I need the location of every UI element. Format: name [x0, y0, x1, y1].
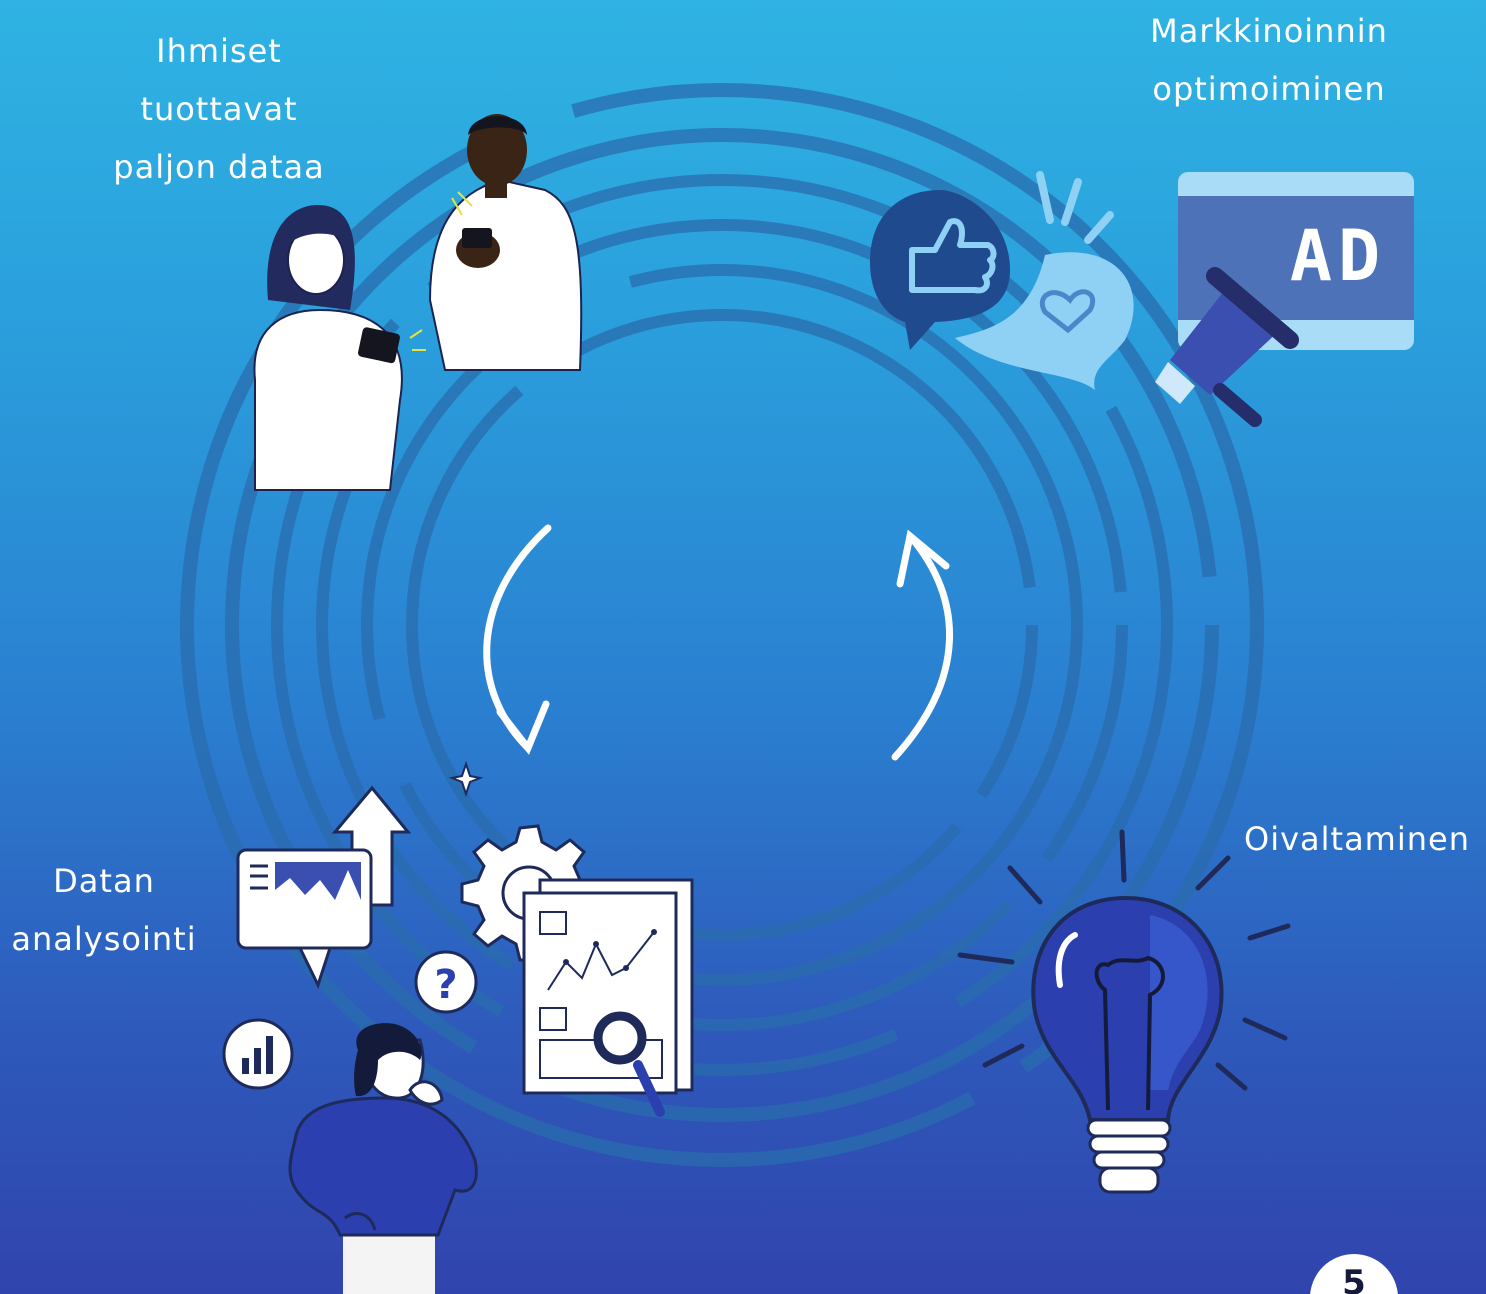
step-label-people: Ihmiset tuottavat paljon dataa [88, 22, 350, 196]
maze-rings [180, 83, 1264, 1167]
step-label-marketing: Markkinoinnin optimoiminen [1130, 2, 1408, 118]
step-label-line: Oivaltaminen [1244, 820, 1470, 858]
like-speech-bubble-icon [870, 190, 1010, 350]
question-mark: ? [434, 962, 457, 1008]
bar-chart-badge-icon [222, 1018, 294, 1090]
report-magnifier-icon [522, 878, 694, 1117]
growth-chart-icon [236, 785, 412, 990]
lightbulb-icon [957, 829, 1291, 1194]
page-number: 5 [1342, 1263, 1366, 1294]
step-label-line: Ihmiset [156, 32, 282, 70]
cycle-arrow-right [891, 529, 954, 761]
step-label-insight: Oivaltaminen [1236, 810, 1478, 868]
step-label-line: paljon dataa [113, 148, 325, 186]
step-label-line: analysointi [11, 920, 197, 958]
thinking-woman-illustration [288, 1023, 478, 1294]
megaphone-icon [1155, 267, 1299, 427]
sparkle-icon [448, 760, 484, 798]
step-label-line: tuottavat [140, 90, 298, 128]
ad-sign-text: AD [1290, 215, 1386, 297]
people-with-phones-illustration [253, 114, 583, 491]
page-number-badge: 5 [1310, 1254, 1398, 1294]
cycle-arrow-left [483, 524, 552, 755]
heart-bubble-icon [955, 171, 1134, 390]
step-label-analysis: Datan analysointi [0, 852, 208, 968]
step-label-line: Datan [53, 862, 155, 900]
question-bubble: ? [414, 950, 478, 1014]
step-label-line: optimoiminen [1152, 70, 1386, 108]
step-label-line: Markkinoinnin [1150, 12, 1388, 50]
